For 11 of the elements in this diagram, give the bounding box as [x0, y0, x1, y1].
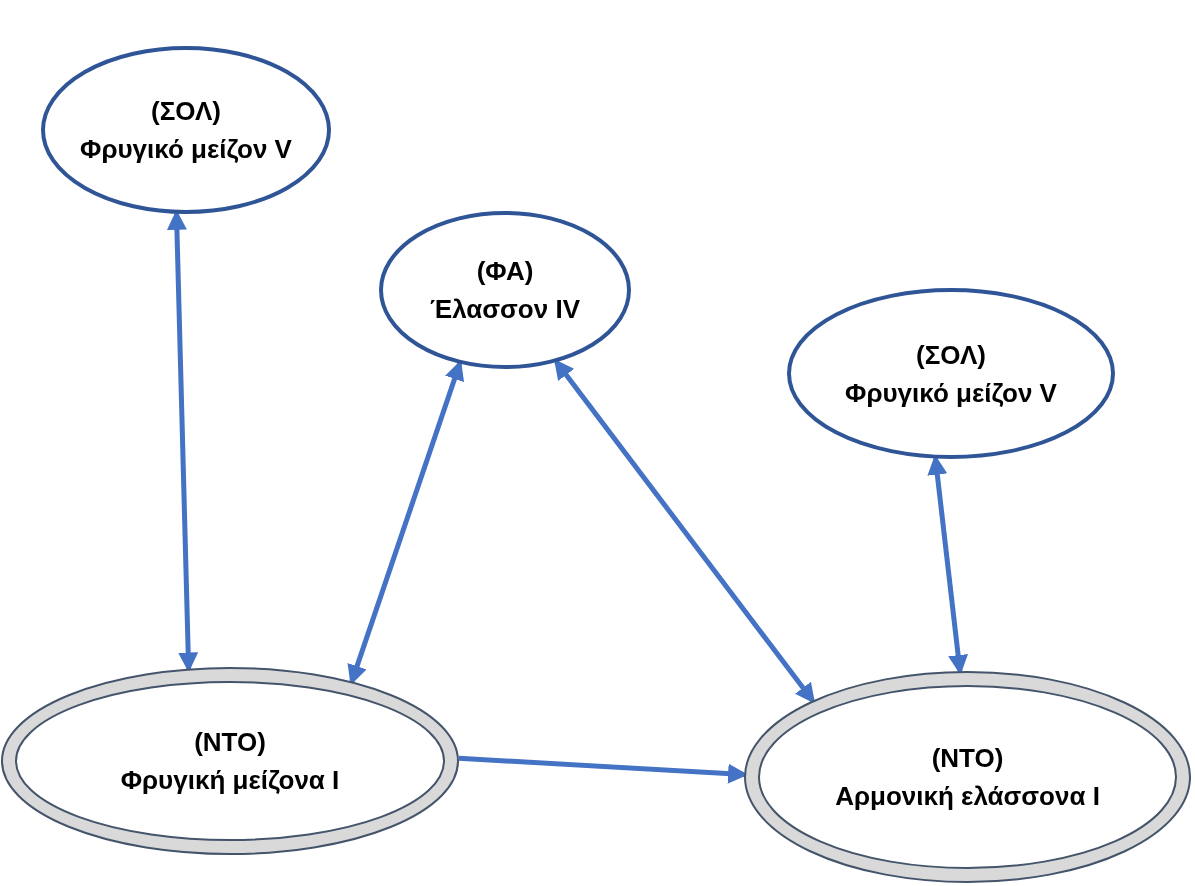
node-label: Φρυγική μείζονα I	[120, 764, 340, 797]
arrow	[554, 358, 816, 704]
node-label: Φρυγικό μείζον V	[80, 133, 292, 166]
node-heading: (ΣΟΛ)	[916, 338, 986, 372]
node-label: Αρμονική ελάσσονα I	[835, 780, 1100, 813]
node-heading: (ΦΑ)	[476, 255, 534, 288]
node-label: Φρυγικό μείζον V	[845, 376, 1057, 410]
node-label: Έλασσον IV	[430, 293, 580, 326]
node-heading: (ΝΤΟ)	[194, 726, 266, 759]
node-heading: (ΣΟΛ)	[151, 95, 221, 128]
node-heading: (ΝΤΟ)	[931, 742, 1004, 775]
